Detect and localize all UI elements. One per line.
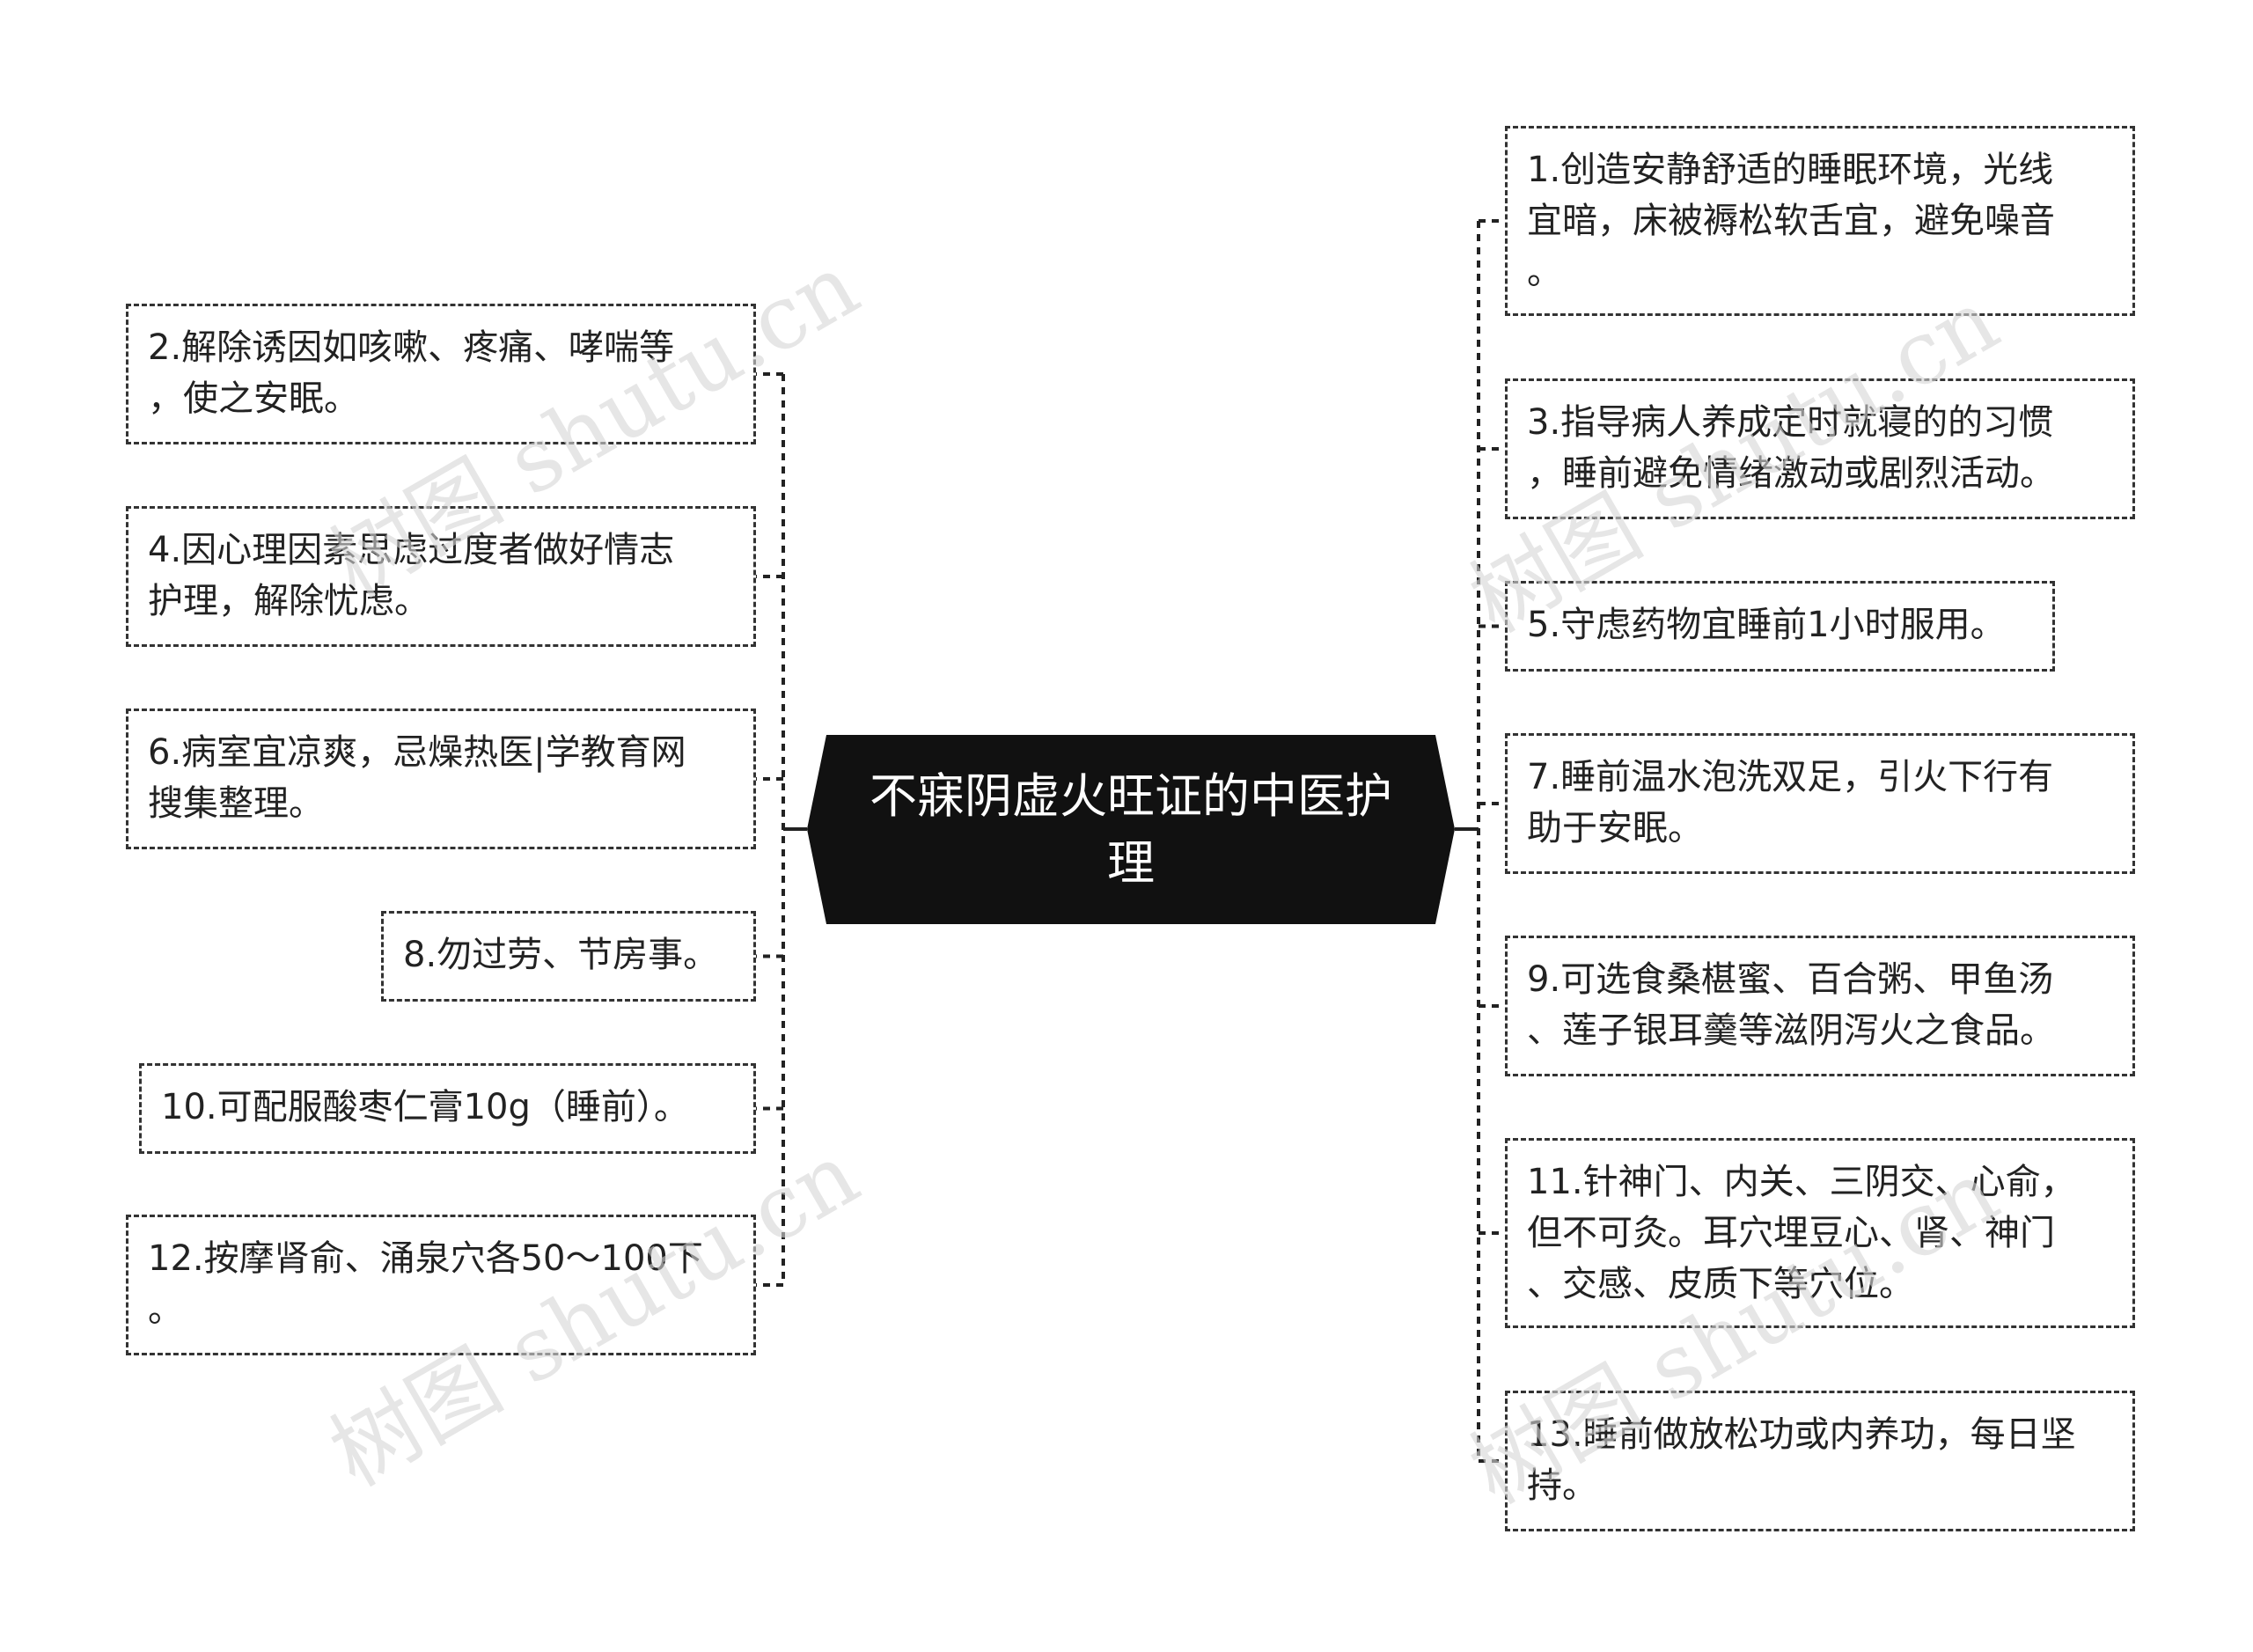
- topic-node-6[interactable]: 6.病室宜凉爽，忌燥热医|学教育网 搜集整理。: [126, 709, 756, 849]
- topic-text: 7.睡前温水泡洗双足，引火下行有 助于安眠。: [1527, 757, 2054, 848]
- topic-node-5[interactable]: 5.守虑药物宜睡前1小时服用。: [1505, 581, 2055, 672]
- topic-node-7[interactable]: 7.睡前温水泡洗双足，引火下行有 助于安眠。: [1505, 733, 2135, 874]
- topic-node-12[interactable]: 12.按摩肾俞、涌泉穴各50～100下 。: [126, 1215, 756, 1355]
- root-shape: [807, 735, 1455, 924]
- topic-text: 1.创造安静舒适的睡眠环境，光线 宜暗，床被褥松软舌宜，避免噪音 。: [1527, 150, 2055, 292]
- topic-node-11[interactable]: 11.针神门、内关、三阴交、心俞， 但不可灸。耳穴埋豆心、肾、神门 、交感、皮质…: [1505, 1138, 2135, 1328]
- topic-text: 8.勿过劳、节房事。: [403, 935, 719, 975]
- topic-node-2[interactable]: 2.解除诱因如咳嗽、疼痛、哮喘等 ，使之安眠。: [126, 304, 756, 444]
- topic-text: 11.针神门、内关、三阴交、心俞， 但不可灸。耳穴埋豆心、肾、神门 、交感、皮质…: [1527, 1162, 2076, 1304]
- topic-text: 3.指导病人养成定时就寝的的习惯 ，睡前避免情绪激动或剧烈活动。: [1527, 402, 2055, 494]
- topic-text: 5.守虑药物宜睡前1小时服用。: [1527, 605, 2006, 645]
- topic-node-8[interactable]: 8.勿过劳、节房事。: [381, 911, 756, 1002]
- root-node[interactable]: 不寐阴虚火旺证的中医护理: [807, 735, 1455, 924]
- topic-text: 2.解除诱因如咳嗽、疼痛、哮喘等 ，使之安眠。: [148, 327, 675, 419]
- topic-node-13[interactable]: 13.睡前做放松功或内养功，每日坚 持。: [1505, 1391, 2135, 1531]
- topic-node-1[interactable]: 1.创造安静舒适的睡眠环境，光线 宜暗，床被褥松软舌宜，避免噪音 。: [1505, 126, 2135, 316]
- topic-text: 4.因心理因素思虑过度者做好情志 护理，解除忧虑。: [148, 530, 675, 621]
- topic-node-3[interactable]: 3.指导病人养成定时就寝的的习惯 ，睡前避免情绪激动或剧烈活动。: [1505, 378, 2135, 519]
- topic-node-10[interactable]: 10.可配服酸枣仁膏10g（睡前）。: [139, 1063, 756, 1154]
- topic-node-9[interactable]: 9.可选食桑椹蜜、百合粥、甲鱼汤 、莲子银耳羹等滋阴泻火之食品。: [1505, 936, 2135, 1076]
- topic-text: 6.病室宜凉爽，忌燥热医|学教育网 搜集整理。: [148, 732, 686, 824]
- root-label: 不寐阴虚火旺证的中医护理: [870, 767, 1392, 891]
- topic-text: 10.可配服酸枣仁膏10g（睡前）。: [161, 1087, 689, 1127]
- topic-text: 12.按摩肾俞、涌泉穴各50～100下 。: [148, 1238, 703, 1330]
- topic-text: 13.睡前做放松功或内养功，每日坚 持。: [1527, 1414, 2076, 1506]
- topic-text: 9.可选食桑椹蜜、百合粥、甲鱼汤 、莲子银耳羹等滋阴泻火之食品。: [1527, 959, 2055, 1051]
- topic-node-4[interactable]: 4.因心理因素思虑过度者做好情志 护理，解除忧虑。: [126, 506, 756, 647]
